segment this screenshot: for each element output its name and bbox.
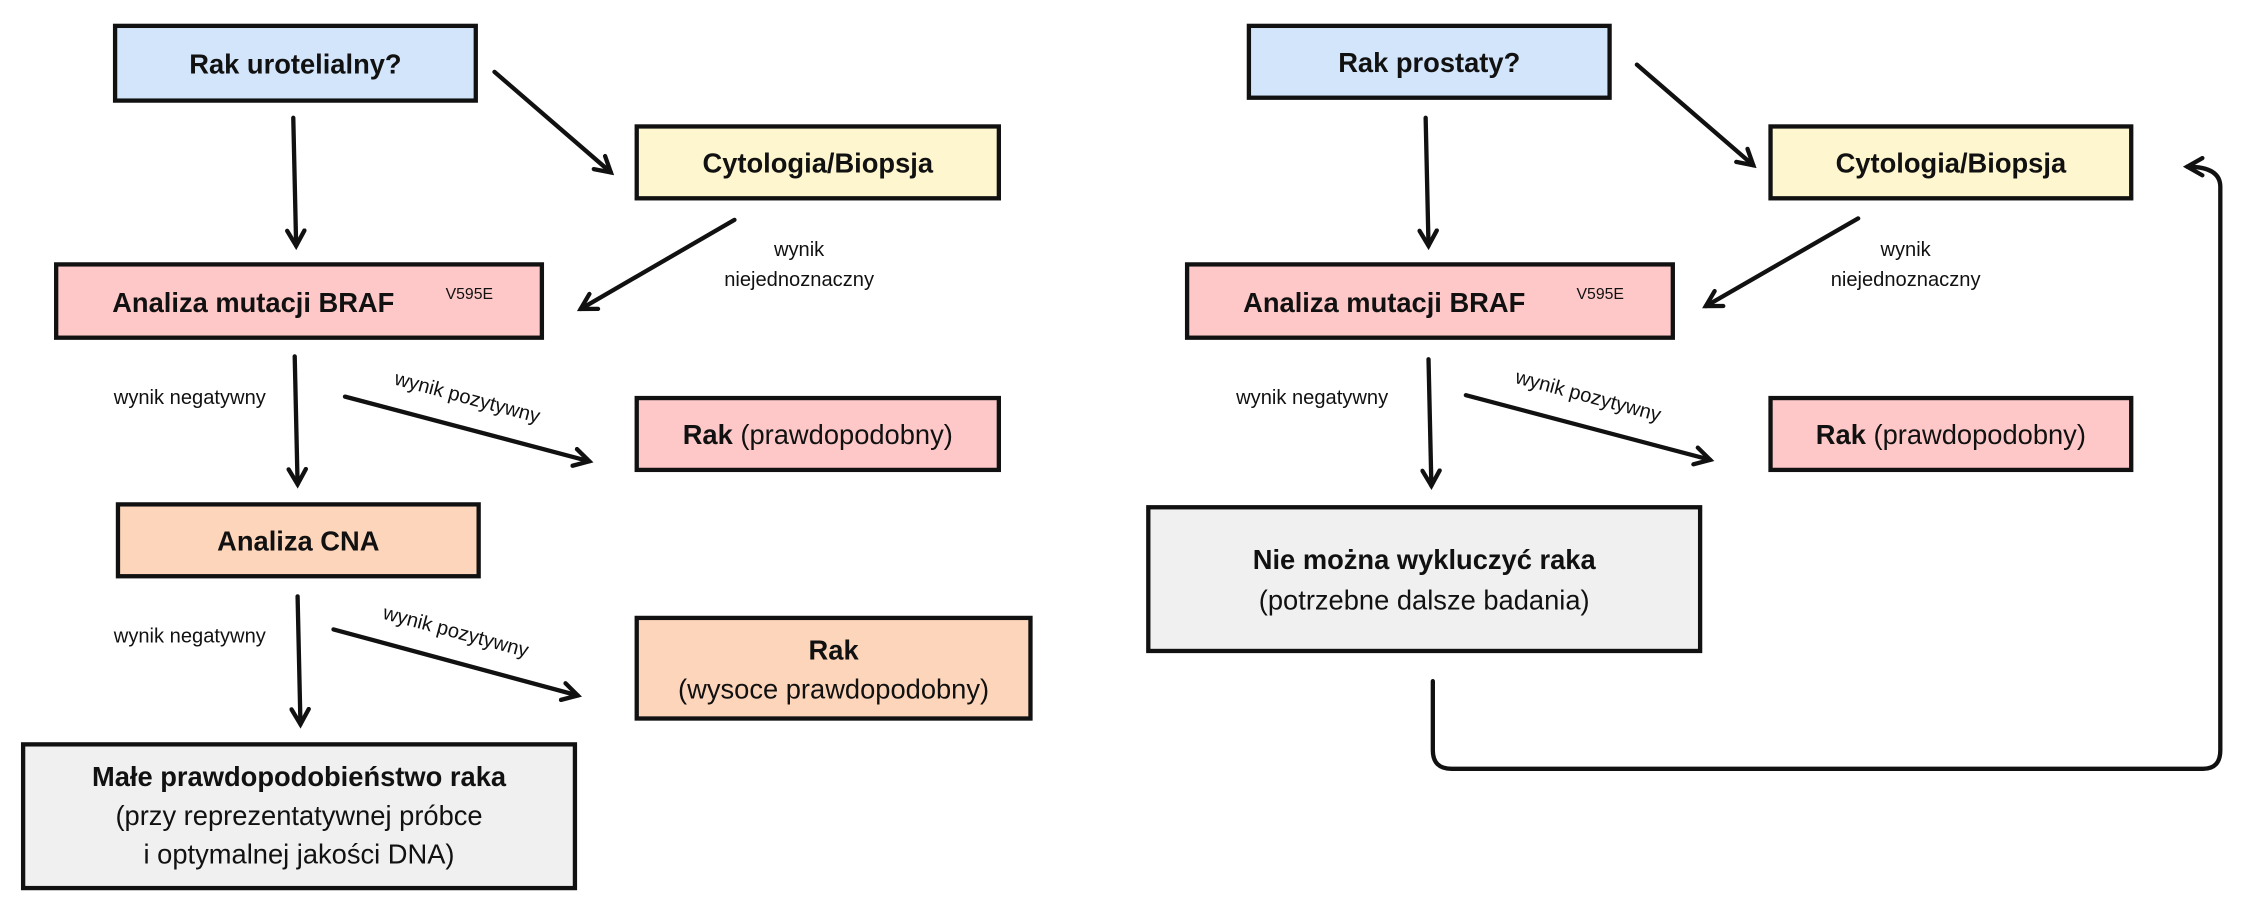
box-prostate-question: Rak prostaty?: [1246, 23, 1612, 100]
arrow: [1417, 115, 1439, 251]
box-subtitle: (potrzebne dalsze badania): [1259, 584, 1590, 615]
left-flow: Rak urotelialny? Cytologia/Biopsja Anali…: [20, 23, 1033, 891]
arrow: [285, 115, 307, 251]
box-urothelial-question: Rak urotelialny?: [112, 23, 478, 103]
box-title: Nie można wykluczyć raka: [1253, 544, 1597, 575]
arrow: [492, 69, 615, 176]
label-negative: wynik negatywny: [1235, 387, 1389, 409]
box-cannot-exclude: Nie można wykluczyć raka (potrzebne dals…: [1146, 505, 1703, 654]
label-ambiguous: wynik: [773, 239, 825, 261]
right-flow: Rak prostaty? Cytologia/Biopsja Analiza …: [1146, 23, 2223, 771]
label-ambiguous: niejednoznaczny: [1831, 269, 1982, 291]
box-label: Rak prostaty?: [1338, 47, 1520, 78]
svg-text:Rak (prawdopodobny): Rak (prawdopodobny): [683, 419, 953, 450]
box-line-2: i optymalnej jakości DNA): [144, 839, 455, 870]
label-positive: wynik pozytywny: [380, 602, 532, 663]
box-label: Cytologia/Biopsja: [703, 147, 934, 178]
box-cytology: Cytologia/Biopsja: [1768, 124, 2134, 201]
box-cytology: Cytologia/Biopsja: [634, 124, 1002, 201]
arrow: [1634, 62, 1757, 169]
arrow: [1702, 216, 1861, 309]
label-negative: wynik negatywny: [113, 625, 267, 647]
box-low-probability: Małe prawdopodobieństwo raka (przy repre…: [20, 742, 578, 891]
box-braf-analysis: Analiza mutacji BRAF V595E: [54, 262, 545, 340]
box-cancer-highly-probable: Rak (wysoce prawdopodobny): [634, 615, 1033, 721]
loop-back-arrow: [1430, 155, 2223, 771]
braf-superscript: V595E: [446, 286, 493, 303]
box-cancer-probable: Rak (prawdopodobny): [634, 395, 1002, 473]
label-ambiguous: niejednoznaczny: [724, 269, 875, 291]
box-label: Cytologia/Biopsja: [1836, 147, 2067, 178]
arrow: [1420, 357, 1442, 491]
box-cancer-probable: Rak (prawdopodobny): [1768, 395, 2134, 473]
cancer-bold: Rak: [683, 419, 734, 450]
cancer-bold: Rak: [1816, 419, 1867, 450]
box-label: Rak urotelialny?: [189, 48, 401, 79]
box-cna-analysis: Analiza CNA: [115, 502, 481, 579]
cancer-bold: Rak: [809, 635, 860, 666]
cancer-qualifier: (wysoce prawdopodobny): [678, 673, 989, 704]
box-braf-analysis: Analiza mutacji BRAF V595E: [1184, 262, 1675, 340]
label-positive: wynik pozytywny: [1512, 366, 1664, 427]
box-line-1: (przy reprezentatywnej próbce: [115, 800, 482, 831]
arrow: [289, 594, 311, 729]
box-label: Analiza mutacji BRAF: [112, 287, 394, 318]
box-label: Analiza CNA: [217, 525, 379, 556]
label-positive: wynik pozytywny: [391, 368, 543, 429]
box-label: Analiza mutacji BRAF: [1243, 287, 1525, 318]
arrow: [331, 627, 583, 703]
braf-superscript: V595E: [1577, 286, 1624, 303]
label-ambiguous: wynik: [1879, 239, 1931, 261]
svg-text:Rak (prawdopodobny): Rak (prawdopodobny): [1816, 419, 2086, 450]
cancer-qualifier: (prawdopodobny): [740, 419, 952, 450]
arrow: [342, 394, 594, 468]
arrow: [576, 217, 737, 312]
cancer-qualifier: (prawdopodobny): [1873, 419, 2085, 450]
box-title: Małe prawdopodobieństwo raka: [92, 761, 507, 792]
arrow: [1463, 393, 1715, 467]
label-negative: wynik negatywny: [113, 387, 267, 409]
arrow: [286, 354, 309, 489]
